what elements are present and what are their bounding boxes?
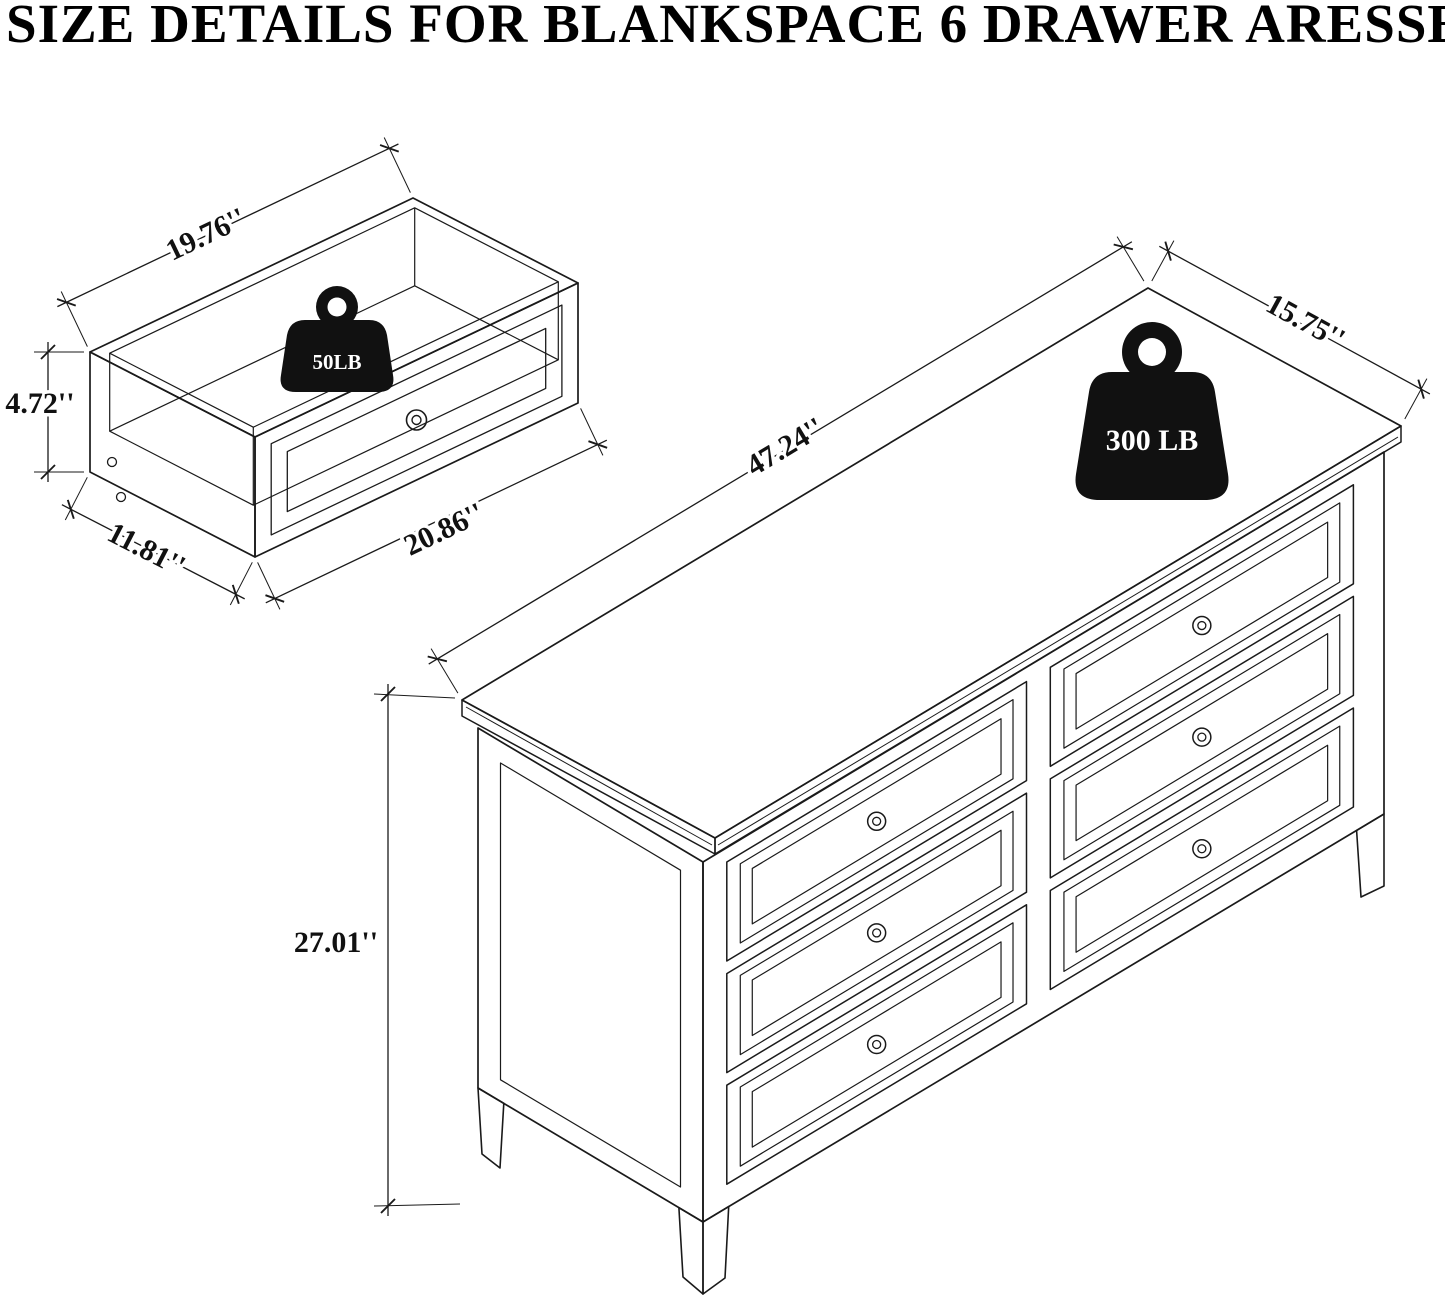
dresser-drawer-knob (1192, 615, 1212, 636)
line-art-layer (34, 137, 1431, 1295)
dresser-side-panel (499, 762, 682, 1188)
dim-line-11-81 (61, 504, 245, 600)
extension-line (64, 477, 88, 521)
dresser-drawer-frame-inner (1075, 633, 1329, 842)
drawer-weight-capacity-label: 50LB (312, 350, 361, 374)
dresser-drawer-front (1049, 707, 1355, 991)
dresser-drawer-frame-outer (1063, 502, 1341, 749)
page-title: SIZE DETAILS FOR BLANKSPACE 6 DRAWER ARE… (6, 0, 1445, 54)
extension-line (1151, 240, 1175, 282)
weight-icon-body (280, 320, 394, 392)
dresser-drawer-knob (1197, 620, 1207, 631)
dresser-drawer-front (1049, 484, 1355, 768)
extension-line (1404, 378, 1428, 420)
dresser-drawer-knob (866, 923, 887, 943)
dresser-drawer-frame-outer (739, 810, 1014, 1056)
extension-line (1116, 236, 1145, 282)
dresser-drawer-knob (1192, 727, 1212, 747)
dresser-drawer-knob (872, 928, 882, 938)
dresser-drawer-front (726, 792, 1028, 1074)
weight-icon-handle-hole (327, 297, 347, 317)
drawer-knob (405, 409, 428, 431)
dresser-drawer-frame-outer (739, 922, 1014, 1167)
dim-line-15-75 (1159, 245, 1431, 395)
dresser-leg-front-right (1355, 813, 1385, 898)
drawer-top-width-label: 19.76'' (161, 201, 251, 267)
extension-line (373, 1203, 461, 1207)
extension-line (373, 693, 456, 699)
dim-line-47-24 (428, 241, 1133, 665)
dresser-drawer-front (726, 904, 1028, 1185)
dresser-drawer-knob (1197, 732, 1207, 742)
dresser-side-face (477, 727, 704, 1223)
dresser-leg-front-left (702, 1205, 730, 1295)
dresser-leg-front-left (678, 1206, 704, 1295)
dresser-drawer-frame-outer (1063, 613, 1341, 861)
dim-line-19-76 (57, 143, 399, 308)
dresser-drawer-knob (866, 811, 887, 832)
dim-line-20-86 (265, 439, 608, 604)
weight-icon-handle-hole (1138, 338, 1166, 366)
drawer-depth-label: 11.81'' (102, 516, 190, 583)
dimension-tick (380, 686, 396, 702)
dresser-drawer-frame-inner (751, 718, 1002, 925)
drawer-knob (411, 414, 422, 426)
extension-line (257, 562, 281, 610)
dresser-top-molding (465, 706, 713, 846)
dresser-drawer-front (1049, 595, 1355, 879)
weight-icon-body (1075, 372, 1229, 500)
dresser-height-label: 27.01'' (294, 926, 378, 959)
extension-line (580, 408, 604, 456)
extension-line (229, 562, 253, 606)
dresser-top-molding (717, 436, 1399, 846)
dresser-drawer-knob (866, 1034, 887, 1055)
drawer-height-label: 4.72'' (5, 387, 74, 420)
screw-hole (115, 491, 127, 503)
drawer-front-face (254, 282, 579, 558)
dresser-drawer-frame-inner (1075, 744, 1329, 953)
extension-line (60, 291, 88, 347)
dresser-drawer-knob (1197, 844, 1207, 854)
dresser-drawer-knob (872, 1039, 882, 1050)
extension-line (430, 648, 459, 694)
dresser-drawer-knob (872, 816, 882, 826)
dresser-leg-back-left (477, 1087, 505, 1169)
dresser-drawer-front (726, 680, 1028, 962)
screw-hole (106, 456, 118, 468)
dresser-drawer-frame-inner (751, 941, 1002, 1148)
extension-line (383, 137, 411, 193)
dresser-drawer-frame-outer (1063, 725, 1341, 972)
dresser-drawer-frame-inner (751, 829, 1002, 1037)
drawer-front-frame-outer (270, 304, 563, 536)
dresser-drawer-knob (1192, 839, 1212, 859)
dresser-drawer-frame-outer (739, 699, 1014, 944)
dresser-width-label: 47.24'' (741, 411, 830, 483)
drawer-front-frame-inner (286, 327, 547, 513)
dresser-weight-capacity-label: 300 LB (1106, 424, 1199, 457)
drawer-front-width-label: 20.86'' (399, 496, 489, 562)
dresser-drawer-frame-inner (1075, 521, 1329, 730)
dresser-depth-label: 15.75'' (1261, 287, 1351, 356)
